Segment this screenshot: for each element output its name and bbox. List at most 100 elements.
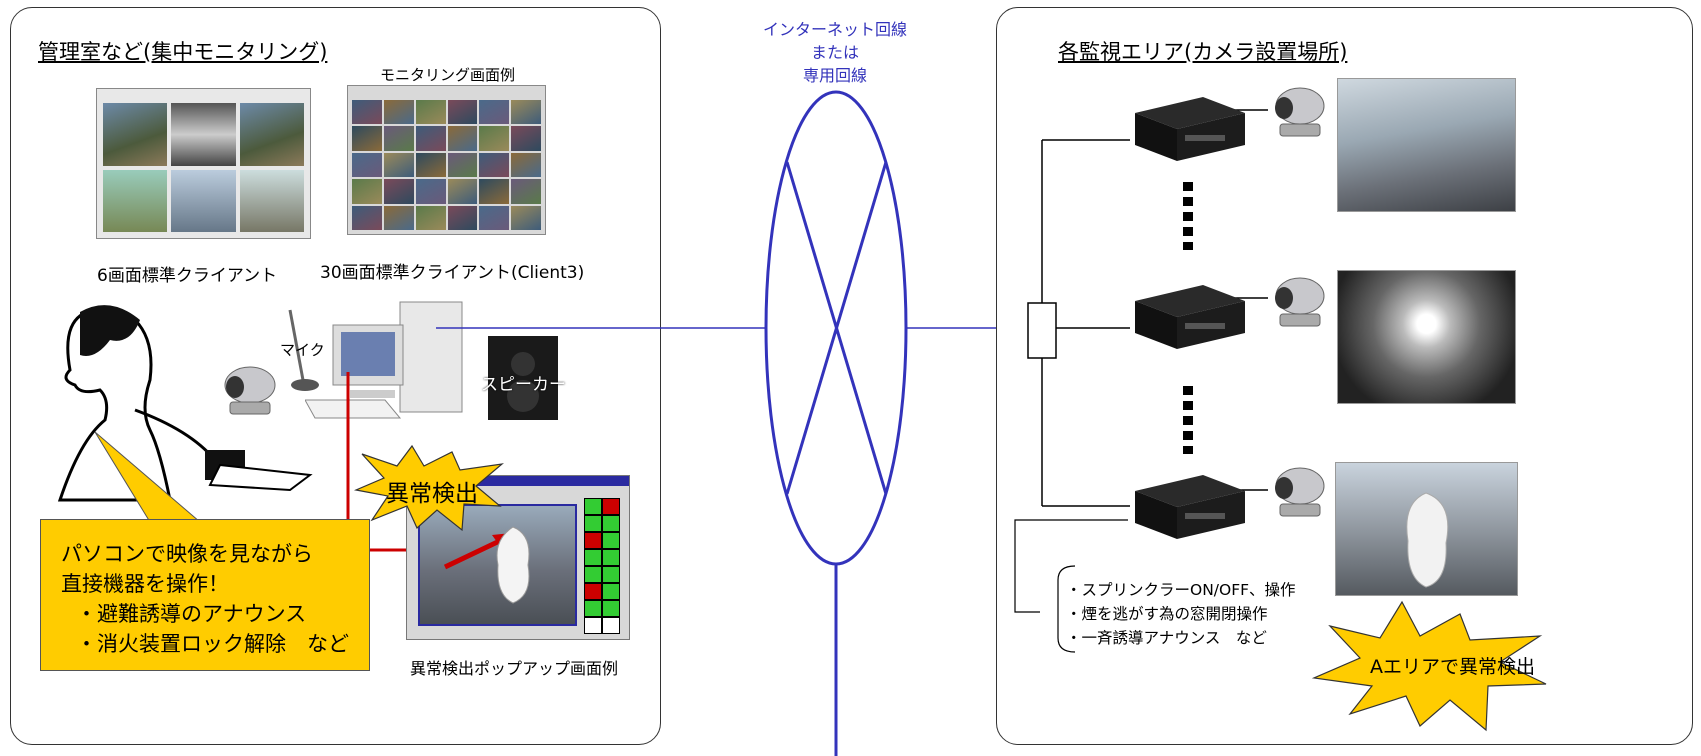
- camera-view-tile: [352, 126, 382, 151]
- camera-view-tile: [352, 152, 382, 178]
- camera-view-tile: [239, 169, 304, 232]
- status-cell: [585, 533, 601, 548]
- monitor-example-label: モニタリング画面例: [380, 66, 516, 84]
- six-screen-client-label: 6画面標準クライアント: [97, 266, 278, 286]
- status-cell: [603, 567, 619, 582]
- monitoring-area-title: 各監視エリア(カメラ設置場所): [1058, 40, 1348, 64]
- camera-view-tile: [415, 205, 446, 230]
- camera-view-tile: [415, 179, 446, 204]
- alert-burst-label: 異常検出: [386, 481, 478, 507]
- camera-view-tile: [511, 126, 541, 151]
- camera-view-tile: [383, 152, 414, 178]
- microphone-icon: [288, 309, 319, 391]
- status-cell: [603, 601, 619, 616]
- camera-view-tile: [511, 205, 541, 230]
- network-label-line-3: 専用回線: [802, 66, 867, 85]
- camera-view-tile: [511, 179, 541, 204]
- callout-line-3: ・避難誘導のアナウンス: [76, 602, 307, 626]
- camera-view-tile: [352, 179, 382, 204]
- camera-view-tile: [239, 103, 304, 166]
- action-item-2: ・煙を逃がす為の窓開閉操作: [1066, 605, 1268, 623]
- camera-view-tile: [103, 169, 168, 232]
- camera-icon-3: [1275, 467, 1325, 517]
- camera-view-tile: [479, 100, 510, 125]
- ellipsis-dots-1: [1183, 182, 1193, 250]
- area-alert-burst-label: Aエリアで異常検出: [1370, 656, 1535, 678]
- camera-view-tile: [479, 205, 510, 230]
- speaker-label: スピーカー: [481, 375, 566, 395]
- speaker-icon: [488, 336, 558, 420]
- camera-icon-1: [1275, 87, 1325, 137]
- callout-line-4: ・消火装置ロック解除 など: [76, 632, 349, 656]
- popup-titlebar: [407, 476, 629, 486]
- network-label-line-1: インターネット回線: [762, 20, 907, 39]
- operation-callout: パソコンで映像を見ながら 直接機器を操作！ ・避難誘導のアナウンス ・消火装置ロ…: [40, 519, 370, 671]
- camera-view-station: [1337, 78, 1516, 212]
- network-label: インターネット回線 または 専用回線: [740, 18, 930, 87]
- status-cell: [603, 584, 619, 599]
- camera-view-tile: [383, 179, 414, 204]
- popup-status-grid: [584, 498, 620, 634]
- status-cell: [603, 550, 619, 565]
- status-cell: [585, 584, 601, 599]
- thirty-screen-client-label: 30画面標準クライアント(Client3): [320, 263, 585, 283]
- microphone-label: マイク: [280, 341, 325, 359]
- network-label-line-2: または: [810, 43, 859, 62]
- camera-view-tile: [511, 152, 541, 178]
- smoke-shape: [1406, 492, 1449, 588]
- camera-view-tile: [447, 152, 478, 178]
- callout-line-2: 直接機器を操作！: [61, 572, 229, 596]
- smoke-shape: [496, 526, 530, 604]
- camera-view-tile: [447, 205, 478, 230]
- camera-view-tile: [415, 100, 446, 125]
- status-cell: [585, 499, 601, 514]
- status-cell: [603, 499, 619, 514]
- camera-view-tile: [171, 103, 236, 166]
- camera-view-tile: [447, 100, 478, 125]
- six-screen-client-screenshot: [96, 88, 311, 239]
- recorder-device-1: [1135, 97, 1245, 161]
- camera-view-tile: [383, 126, 414, 151]
- camera-view-tile: [479, 152, 510, 178]
- camera-view-tile: [447, 126, 478, 151]
- camera-icon-2: [1275, 277, 1325, 327]
- status-cell: [585, 550, 601, 565]
- monitoring-room-title: 管理室など(集中モニタリング): [38, 40, 328, 64]
- camera-view-smoke-alert: [1335, 462, 1518, 596]
- camera-view-tile: [171, 169, 236, 232]
- camera-view-tile: [352, 100, 382, 125]
- camera-view-tile: [352, 205, 382, 230]
- action-item-3: ・一斉誘導アナウンス など: [1066, 629, 1267, 647]
- status-cell: [585, 567, 601, 582]
- status-cell: [603, 516, 619, 531]
- thirty-screen-client-screenshot: [347, 85, 546, 235]
- camera-view-tile: [383, 205, 414, 230]
- action-item-1: ・スプリンクラーON/OFF、操作: [1066, 581, 1296, 599]
- computer-icon: [305, 301, 463, 419]
- popup-caption: 異常検出ポップアップ画面例: [410, 659, 619, 678]
- ellipsis-dots-2: [1183, 386, 1193, 454]
- camera-view-tile: [479, 179, 510, 204]
- camera-view-tile: [383, 100, 414, 125]
- recorder-device-3: [1135, 475, 1245, 539]
- operator-illustration: [57, 305, 313, 502]
- camera-view-tile: [447, 179, 478, 204]
- camera-view-tile: [511, 100, 541, 125]
- alert-burst-shape: [353, 444, 504, 532]
- status-cell: [585, 516, 601, 531]
- callout-line-1: パソコンで映像を見ながら: [61, 542, 313, 566]
- desk-camera-icon: [224, 366, 276, 415]
- status-cell: [585, 618, 601, 633]
- status-cell: [603, 618, 619, 633]
- camera-view-tile: [415, 126, 446, 151]
- camera-view-tile: [479, 126, 510, 151]
- camera-view-tile: [415, 152, 446, 178]
- status-cell: [585, 601, 601, 616]
- area-alert-burst-shape: [1311, 600, 1547, 732]
- camera-view-tile: [103, 103, 168, 166]
- recorder-device-2: [1135, 285, 1245, 349]
- camera-view-walkway: [1337, 270, 1516, 404]
- status-cell: [603, 533, 619, 548]
